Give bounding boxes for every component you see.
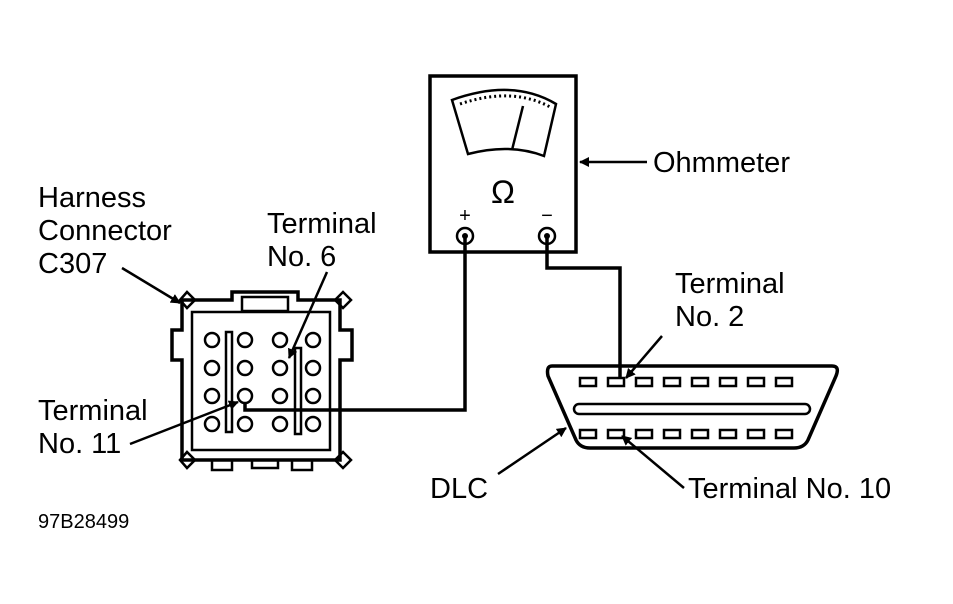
connector-pin xyxy=(271,387,289,405)
connector-pin xyxy=(236,331,254,349)
dlc-pin xyxy=(578,376,598,388)
label-line: Connector xyxy=(38,215,172,247)
label-line: Harness xyxy=(38,182,146,214)
connector-pin xyxy=(304,359,322,377)
label-terminal-11: Terminal No. 11 xyxy=(38,395,148,460)
label-line: No. 11 xyxy=(38,428,121,460)
dlc-pin xyxy=(662,376,682,388)
connector-pin xyxy=(203,415,221,433)
label-line: No. 6 xyxy=(267,241,336,273)
dlc-pin xyxy=(774,376,794,388)
dlc-pin xyxy=(662,428,682,440)
label-terminal-6: Terminal No. 6 xyxy=(267,208,377,273)
dlc-pin xyxy=(606,376,626,388)
harness-connector-arrow xyxy=(121,266,181,305)
figure-id: 97B28499 xyxy=(38,511,129,533)
dlc-pin xyxy=(578,428,598,440)
connector-pin xyxy=(203,359,221,377)
dlc-connector xyxy=(545,364,840,450)
label-line: Terminal xyxy=(38,395,148,427)
dlc-pin xyxy=(746,428,766,440)
connector-pin xyxy=(236,387,254,405)
connector-pin xyxy=(271,415,289,433)
label-ohmmeter: Ohmmeter xyxy=(653,147,790,179)
dlc-pin xyxy=(690,376,710,388)
dlc-pin xyxy=(718,428,738,440)
dlc-pin xyxy=(746,376,766,388)
label-line: Terminal xyxy=(267,208,377,240)
connector-pin xyxy=(236,359,254,377)
terminal-11-arrow xyxy=(129,400,239,446)
positive-symbol: + xyxy=(459,205,471,227)
connector-pin xyxy=(271,359,289,377)
ohm-symbol: Ω xyxy=(491,174,515,210)
connector-pin xyxy=(236,415,254,433)
connector-pin xyxy=(203,331,221,349)
connector-pin xyxy=(271,331,289,349)
label-terminal-10: Terminal No. 10 xyxy=(688,473,891,505)
terminal-6-arrow xyxy=(287,271,329,359)
dlc-pin xyxy=(634,376,654,388)
dlc-pin xyxy=(774,428,794,440)
label-line: No. 2 xyxy=(675,301,744,333)
meter-scale xyxy=(459,94,553,110)
ohmmeter-body xyxy=(428,74,578,254)
connector-pin xyxy=(304,387,322,405)
label-harness-connector: Harness Connector C307 xyxy=(38,182,172,280)
terminal-10-arrow xyxy=(621,435,685,489)
connector-pin xyxy=(304,331,322,349)
label-line: C307 xyxy=(38,248,107,280)
dlc-pin xyxy=(606,428,626,440)
negative-lead-wire xyxy=(545,236,622,380)
negative-symbol: − xyxy=(541,205,553,227)
meter-needle xyxy=(510,105,525,151)
label-terminal-2: Terminal No. 2 xyxy=(675,268,785,333)
ohmmeter: Ω + − xyxy=(428,74,578,254)
label-line: Terminal xyxy=(675,268,785,300)
dlc-pin xyxy=(634,428,654,440)
meter-dial xyxy=(450,88,558,158)
harness-connector-c307 xyxy=(170,290,354,472)
dlc-arrow xyxy=(497,426,567,476)
terminal-2-arrow xyxy=(625,335,663,379)
connector-pin xyxy=(304,415,322,433)
connector-pin xyxy=(203,387,221,405)
dlc-pin xyxy=(690,428,710,440)
dlc-pin xyxy=(718,376,738,388)
label-dlc: DLC xyxy=(430,473,488,505)
